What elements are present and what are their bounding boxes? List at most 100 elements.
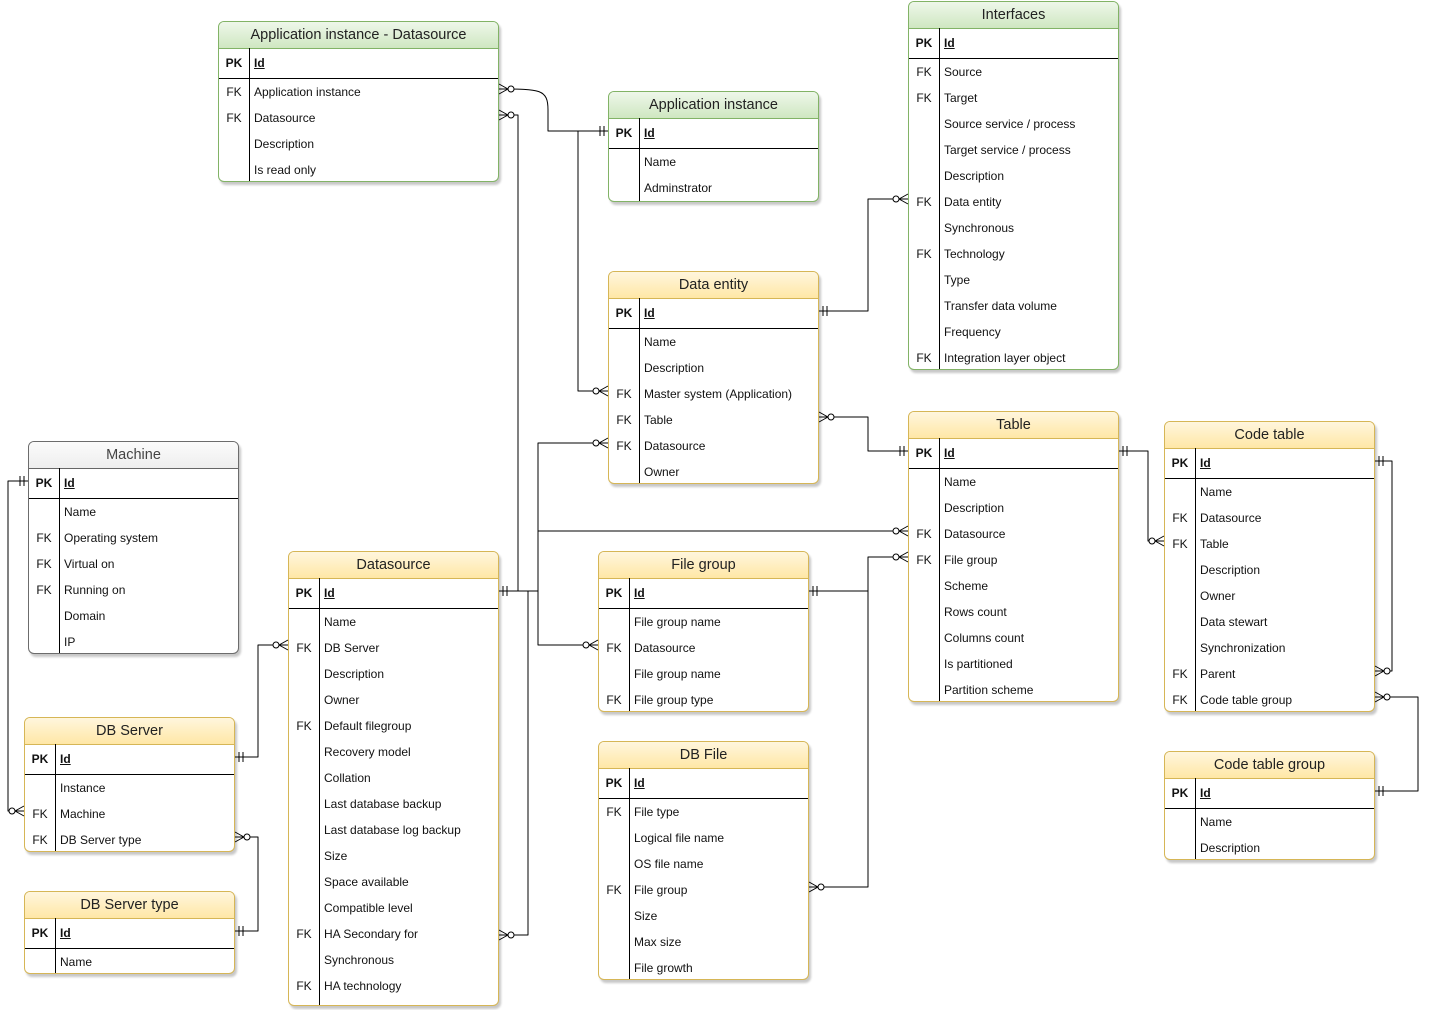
attribute-row[interactable]: Data stewart (1165, 609, 1374, 635)
attribute-row[interactable]: Recovery model (289, 739, 498, 765)
attribute-row[interactable]: IP (29, 629, 238, 653)
attribute-row[interactable]: Max size (599, 929, 808, 955)
attribute-row[interactable]: Name (609, 149, 818, 175)
attribute-row[interactable]: Synchronous (289, 947, 498, 973)
attribute-row[interactable]: Description (909, 163, 1118, 189)
attribute-row[interactable]: Is read only (219, 157, 498, 181)
attribute-row[interactable]: Frequency (909, 319, 1118, 345)
attribute-row[interactable]: Space available (289, 869, 498, 895)
attribute-row[interactable]: Transfer data volume (909, 293, 1118, 319)
attribute-row[interactable]: File group name (599, 661, 808, 687)
attribute-row[interactable]: Is partitioned (909, 651, 1118, 677)
attribute-row[interactable]: Type (909, 267, 1118, 293)
attribute-row[interactable]: OS file name (599, 851, 808, 877)
attribute-row[interactable]: File group name (599, 609, 808, 635)
attribute-row[interactable]: Compatible level (289, 895, 498, 921)
attribute-row[interactable]: Size (599, 903, 808, 929)
attribute-row[interactable]: Owner (289, 687, 498, 713)
attribute-row[interactable]: Name (29, 499, 238, 525)
attribute-row[interactable]: Name (609, 329, 818, 355)
attribute-row[interactable]: Owner (1165, 583, 1374, 609)
attribute-row[interactable]: Description (909, 495, 1118, 521)
attribute-row[interactable]: Target service / process (909, 137, 1118, 163)
attribute-row[interactable]: File growth (599, 955, 808, 979)
attribute-row[interactable]: Rows count (909, 599, 1118, 625)
attribute-row[interactable]: Synchronous (909, 215, 1118, 241)
attribute-row[interactable]: Description (289, 661, 498, 687)
attribute-row[interactable]: Description (219, 131, 498, 157)
attribute-row[interactable]: Scheme (909, 573, 1118, 599)
attribute-row[interactable]: Collation (289, 765, 498, 791)
attribute-row[interactable]: Source service / process (909, 111, 1118, 137)
attribute-row[interactable]: Name (1165, 809, 1374, 835)
attribute-row[interactable]: Columns count (909, 625, 1118, 651)
attribute-row[interactable]: Name (289, 609, 498, 635)
attribute-row[interactable]: Name (909, 469, 1118, 495)
attribute-row[interactable]: Partition scheme (909, 677, 1118, 701)
attribute-row[interactable]: Adminstrator (609, 175, 818, 201)
attribute-row[interactable]: Description (1165, 557, 1374, 583)
attribute-row[interactable]: Logical file name (599, 825, 808, 851)
attribute-row[interactable]: Synchronization (1165, 635, 1374, 661)
attribute-row[interactable]: Last database backup (289, 791, 498, 817)
attribute-row[interactable]: Size (289, 843, 498, 869)
attribute-row[interactable]: Domain (29, 603, 238, 629)
attribute-row[interactable]: Owner (609, 459, 818, 483)
attribute-row[interactable]: Description (1165, 835, 1374, 859)
attribute-row[interactable]: Last database log backup (289, 817, 498, 843)
attribute-row[interactable]: Name (1165, 479, 1374, 505)
